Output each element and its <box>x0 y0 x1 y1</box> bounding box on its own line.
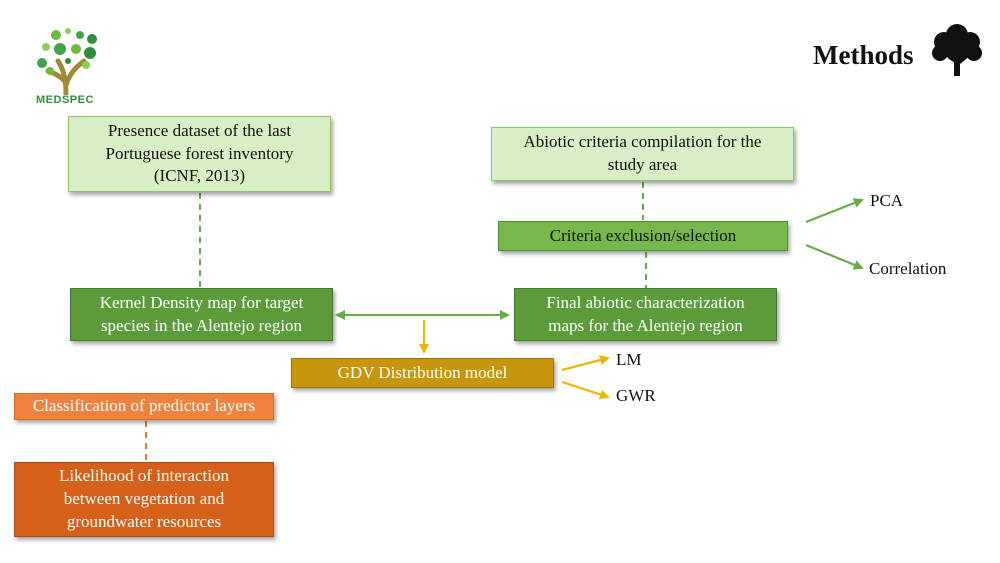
tree-logo-icon <box>37 28 97 95</box>
final-abiotic-box: Final abiotic characterization maps for … <box>514 288 777 341</box>
presence-dataset-box: Presence dataset of the last Portuguese … <box>68 116 331 192</box>
arrow-to-gwr <box>561 380 610 400</box>
logo-text: MEDSPEC <box>36 94 94 106</box>
gdv-model-box: GDV Distribution model <box>291 358 554 388</box>
kernel-density-box: Kernel Density map for target species in… <box>70 288 333 341</box>
abiotic-criteria-box: Abiotic criteria compilation for the stu… <box>491 127 794 181</box>
page-title: Methods <box>813 40 914 70</box>
arrow-to-correlation <box>805 243 864 270</box>
lm-label: LM <box>616 350 642 369</box>
arrow-to-pca <box>805 198 864 224</box>
arrow-to-lm <box>561 355 610 372</box>
gwr-label: GWR <box>616 386 656 405</box>
criteria-selection-box: Criteria exclusion/selection <box>498 221 788 251</box>
classification-box: Classification of predictor layers <box>14 393 274 420</box>
pca-label: PCA <box>870 191 904 210</box>
likelihood-box: Likelihood of interaction between vegeta… <box>14 462 274 537</box>
tree-icon <box>932 24 982 76</box>
correlation-label: Correlation <box>869 259 947 278</box>
